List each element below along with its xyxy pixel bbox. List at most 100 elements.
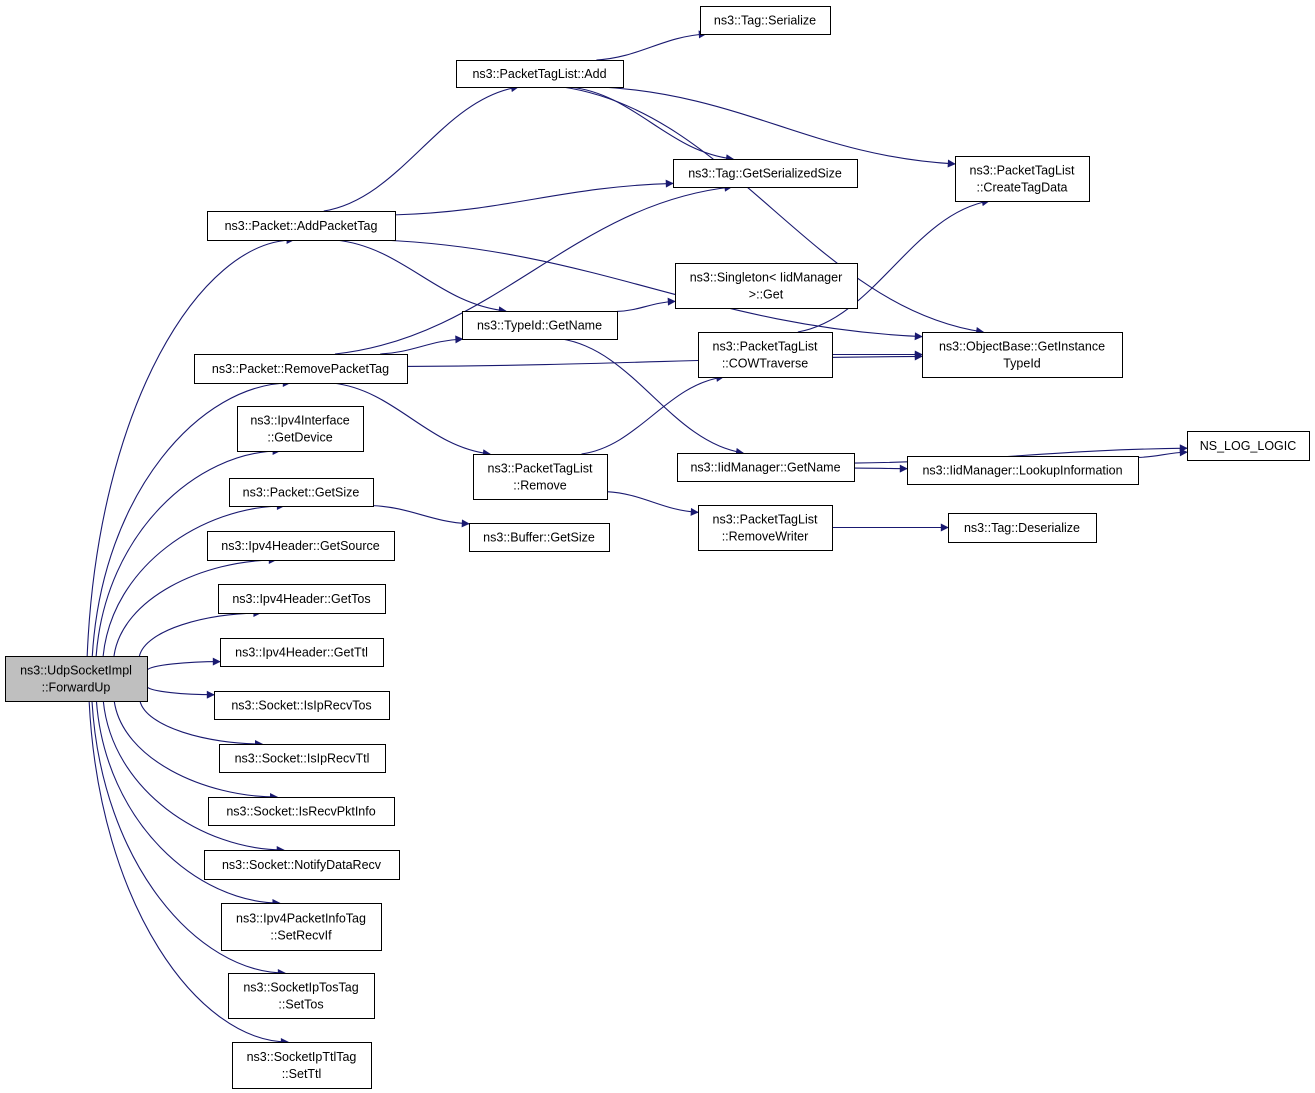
node-label: ::SetTos xyxy=(278,998,323,1012)
edge-forwardup-to-setttl xyxy=(88,700,289,1046)
node-label: ns3::Tag::Deserialize xyxy=(964,521,1080,535)
node-getsource[interactable]: ns3::Ipv4Header::GetSource xyxy=(207,531,395,561)
edge-forwardup-to-addpackettag xyxy=(86,236,295,657)
node-setrecvif[interactable]: ns3::Ipv4PacketInfoTag::SetRecvIf xyxy=(221,903,382,951)
node-label: ns3::PacketTagList xyxy=(713,340,818,354)
node-box xyxy=(208,797,395,826)
node-label: ::COWTraverse xyxy=(722,357,808,371)
node-label: ::ForwardUp xyxy=(42,681,111,695)
node-box xyxy=(955,156,1090,202)
node-box xyxy=(207,531,395,561)
edge-forwardup-to-getsource xyxy=(113,556,277,657)
node-forwardup[interactable]: ns3::UdpSocketImpl::ForwardUp xyxy=(5,656,148,702)
node-box xyxy=(220,638,384,667)
node-box xyxy=(228,973,375,1019)
edge-ptl_add-to-tag_getserializedsize xyxy=(570,86,735,163)
node-box xyxy=(698,505,833,551)
node-box xyxy=(473,454,608,500)
call-edges xyxy=(86,30,1188,1046)
node-iidmanager_lookupinformation[interactable]: ns3::IidManager::LookupInformation xyxy=(907,456,1139,485)
edge-typeid_getname-to-iidmanager_getname xyxy=(561,338,745,456)
node-ns_log_logic[interactable]: NS_LOG_LOGIC xyxy=(1187,431,1310,461)
node-label: ns3::Ipv4Header::GetTos xyxy=(232,592,370,606)
edge-removepackettag-to-ptl_remove xyxy=(332,382,491,458)
node-singleton_get[interactable]: ns3::Singleton< IidManager>::Get xyxy=(675,263,858,309)
edge-ptl_add-to-tag_serialize xyxy=(596,30,707,61)
node-ptl_remove[interactable]: ns3::PacketTagList::Remove xyxy=(473,454,608,500)
edge-ptl_add-to-ptl_createtagdata xyxy=(601,86,956,168)
node-removepackettag[interactable]: ns3::Packet::RemovePacketTag xyxy=(194,354,408,384)
node-box xyxy=(469,523,610,552)
node-box xyxy=(456,60,624,88)
node-isiprecvtos[interactable]: ns3::Socket::IsIpRecvTos xyxy=(214,691,390,720)
node-getdevice[interactable]: ns3::Ipv4Interface::GetDevice xyxy=(237,406,364,452)
node-label: ns3::PacketTagList::Add xyxy=(472,67,606,81)
node-box xyxy=(675,263,858,309)
node-box xyxy=(218,584,386,614)
node-ptl_removewriter[interactable]: ns3::PacketTagList::RemoveWriter xyxy=(698,505,833,551)
node-settos[interactable]: ns3::SocketIpTosTag::SetTos xyxy=(228,973,375,1019)
node-ptl_createtagdata[interactable]: ns3::PacketTagList::CreateTagData xyxy=(955,156,1090,202)
node-box xyxy=(907,456,1139,485)
node-label: ns3::Ipv4Header::GetSource xyxy=(221,539,379,553)
node-box xyxy=(922,332,1123,378)
node-label: ns3::Socket::IsRecvPktInfo xyxy=(226,805,375,819)
node-getsize[interactable]: ns3::Packet::GetSize xyxy=(229,478,374,507)
edge-addpackettag-to-typeid_getname xyxy=(335,239,507,315)
node-box xyxy=(700,6,831,35)
node-typeid_getname[interactable]: ns3::TypeId::GetName xyxy=(462,311,618,340)
edge-removepackettag-to-typeid_getname xyxy=(380,335,464,355)
node-box xyxy=(5,656,148,702)
node-tag_deserialize[interactable]: ns3::Tag::Deserialize xyxy=(948,513,1097,543)
node-box xyxy=(214,691,390,720)
node-box xyxy=(677,453,855,482)
node-label: >::Get xyxy=(749,288,784,302)
node-tag_serialize[interactable]: ns3::Tag::Serialize xyxy=(700,6,831,35)
edge-removepackettag-to-tag_getserializedsize xyxy=(334,183,733,355)
node-label: ns3::PacketTagList xyxy=(713,513,818,527)
node-box xyxy=(948,513,1097,543)
edge-iidmanager_getname-to-iidmanager_lookupinformation xyxy=(853,464,908,473)
edge-removepackettag-to-objectbase_getinstancetypeid xyxy=(406,352,923,367)
node-getttl[interactable]: ns3::Ipv4Header::GetTtl xyxy=(220,638,384,667)
node-label: ns3::Socket::IsIpRecvTos xyxy=(231,699,371,713)
function-nodes: ns3::UdpSocketImpl::ForwardUp ns3::Packet… xyxy=(5,6,1310,1089)
node-box xyxy=(698,332,833,378)
edge-iidmanager_lookupinformation-to-ns_log_logic xyxy=(1137,448,1188,459)
node-label: ns3::Singleton< IidManager xyxy=(690,271,843,285)
node-label: TypeId xyxy=(1003,357,1041,371)
node-ptl_add[interactable]: ns3::PacketTagList::Add xyxy=(456,60,624,88)
node-isrecvpktinfo[interactable]: ns3::Socket::IsRecvPktInfo xyxy=(208,797,395,826)
node-label: ns3::PacketTagList xyxy=(488,462,593,476)
node-label: ns3::UdpSocketImpl xyxy=(20,664,132,678)
node-label: ns3::ObjectBase::GetInstance xyxy=(939,340,1105,354)
node-gettos[interactable]: ns3::Ipv4Header::GetTos xyxy=(218,584,386,614)
node-tag_getserializedsize[interactable]: ns3::Tag::GetSerializedSize xyxy=(673,159,858,188)
node-label: ::RemoveWriter xyxy=(722,530,809,544)
edge-ptl_cowtraverse-to-ptl_createtagdata xyxy=(797,198,990,333)
node-ptl_cowtraverse[interactable]: ns3::PacketTagList::COWTraverse xyxy=(698,332,833,378)
node-setttl[interactable]: ns3::SocketIpTtlTag::SetTtl xyxy=(232,1042,372,1089)
node-isiprecvttl[interactable]: ns3::Socket::IsIpRecvTtl xyxy=(219,744,386,773)
node-box xyxy=(462,311,618,340)
node-label: ns3::Ipv4Header::GetTtl xyxy=(235,646,368,660)
edge-iidmanager_getname-to-ns_log_logic xyxy=(853,444,1188,464)
edge-ptl_remove-to-ptl_removewriter xyxy=(606,491,699,516)
node-buffer_getsize[interactable]: ns3::Buffer::GetSize xyxy=(469,523,610,552)
node-label: ::GetDevice xyxy=(267,431,332,445)
node-iidmanager_getname[interactable]: ns3::IidManager::GetName xyxy=(677,453,855,482)
node-box xyxy=(204,850,400,880)
node-box xyxy=(673,159,858,188)
node-notifydatarecv[interactable]: ns3::Socket::NotifyDataRecv xyxy=(204,850,400,880)
node-label: ns3::Packet::GetSize xyxy=(243,486,360,500)
node-addpackettag[interactable]: ns3::Packet::AddPacketTag xyxy=(207,211,396,241)
node-label: ns3::Tag::Serialize xyxy=(714,14,816,28)
node-box xyxy=(207,211,396,241)
node-label: ns3::Packet::AddPacketTag xyxy=(225,219,378,233)
edge-forwardup-to-removepackettag xyxy=(91,379,291,657)
edge-forwardup-to-getsize xyxy=(102,502,285,657)
node-label: ns3::SocketIpTtlTag xyxy=(247,1050,357,1064)
node-box xyxy=(219,744,386,773)
